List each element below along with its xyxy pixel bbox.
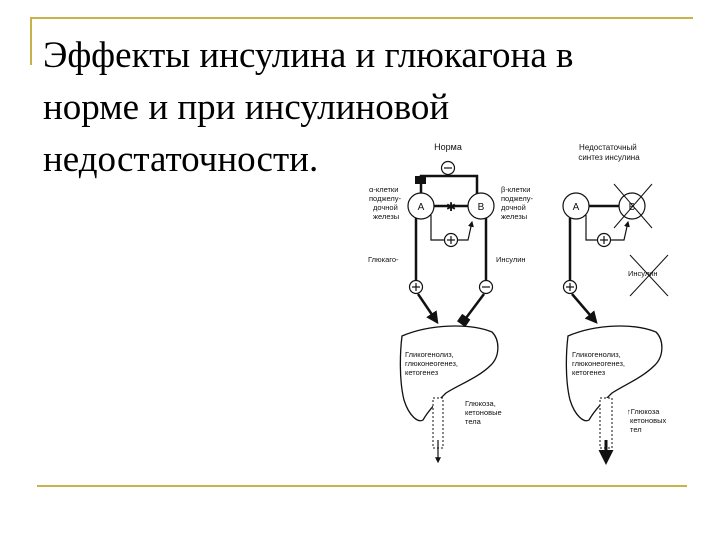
output-label: Глюкоза, кетоновые тела <box>465 399 504 426</box>
glucagon-label: Глюкаго- <box>368 255 399 264</box>
cell-b-label: B <box>478 202 485 213</box>
deficiency-panel: Недостаточный синтез инсулина A B Инсули… <box>563 143 668 462</box>
output-label: ↑Глюкоза кетоновых тел <box>627 407 668 434</box>
glucagon-arrow <box>572 294 596 322</box>
star-icon: ✱ <box>446 200 456 214</box>
insulin-label: Инсулин <box>496 255 526 264</box>
alpha-cells-label: α-клетки поджелу- дочной железы <box>369 185 403 221</box>
normal-heading: Норма <box>434 142 462 152</box>
cell-a-label: A <box>418 202 425 213</box>
glucagon-arrow <box>418 294 437 322</box>
normal-panel: Норма A B ✱ α-клетки поджелу- дочной жел… <box>368 142 535 462</box>
feedback-loop-top <box>421 176 477 196</box>
receptor-block-icon <box>415 176 426 184</box>
insulin-arrow <box>466 294 484 318</box>
beta-cells-label: β-клетки поджелу- дочной железы <box>501 185 535 221</box>
deficiency-heading: Недостаточный синтез инсулина <box>578 143 640 162</box>
cell-a-label: A <box>573 202 580 213</box>
